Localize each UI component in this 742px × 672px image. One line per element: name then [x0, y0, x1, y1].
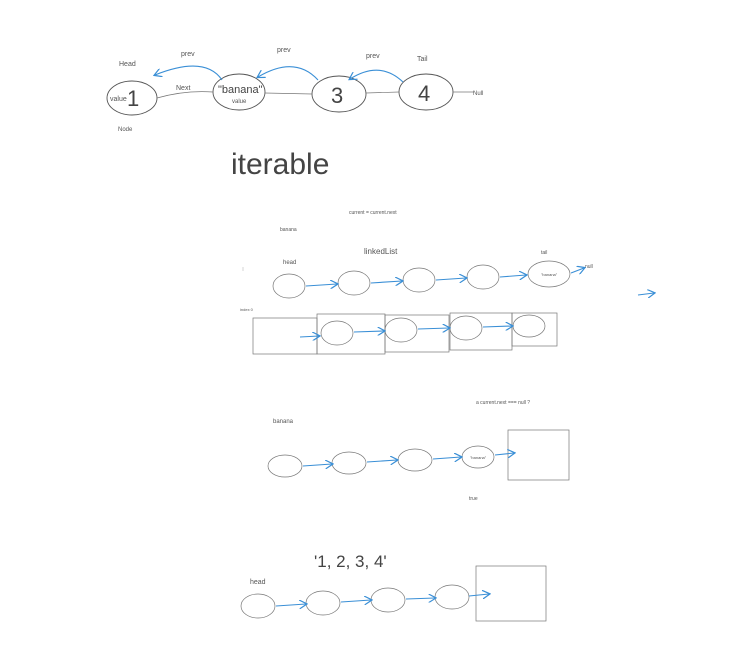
s4-link-4 [468, 594, 489, 596]
true-label: true [469, 496, 478, 502]
node-banana-text: "banana" [218, 84, 263, 96]
s3-node-c [397, 448, 433, 472]
s3-link-2 [366, 460, 397, 462]
list-node-d [466, 264, 500, 290]
head-label-2: head [283, 260, 296, 266]
frame-node-4 [512, 314, 546, 338]
null-label-2: null [585, 264, 593, 270]
s4-node-a [240, 593, 276, 619]
iteration-diagram-3: '1, 2, 3, 4' head [240, 552, 547, 622]
node-banana-sub: value [232, 99, 247, 105]
frame-1 [316, 313, 386, 355]
iteration-diagram-1: current = current.next banana linkedList… [240, 210, 654, 355]
prev-label-3: prev [366, 53, 380, 60]
node-label: Node [118, 127, 133, 133]
node-1-text: 1 [127, 86, 139, 111]
next-link-2 [264, 92, 313, 95]
list-node-tail-text: "banana" [541, 272, 558, 277]
s3-link-3 [432, 457, 461, 459]
s3-link-4 [494, 453, 514, 455]
next-link-3 [365, 91, 400, 94]
null-label: Null [473, 91, 483, 97]
s4-link-2 [340, 600, 371, 602]
frame-link-3 [482, 326, 512, 327]
link-d-tail [499, 275, 526, 277]
frame-link-2 [417, 328, 449, 329]
prev-label-2: prev [277, 47, 291, 54]
s3-node-b [331, 451, 367, 475]
frame-2 [384, 314, 450, 353]
s3-null-box [507, 429, 570, 481]
frame-node-3 [449, 315, 483, 341]
link-b-c [370, 281, 402, 283]
current-next-note: current = current.next [349, 210, 397, 216]
prev-arrow-2 [258, 66, 319, 81]
s3-link-1 [302, 464, 332, 466]
s3-node-a [267, 454, 303, 478]
s4-node-b [305, 590, 341, 616]
prev-label-1: prev [181, 51, 195, 58]
list-node-b [337, 270, 371, 296]
doubly-linked-list-diagram: value 1 "banana" value 3 4 Head Node Nex… [106, 47, 483, 133]
frame-node-2 [384, 317, 418, 343]
head-label-4: head [250, 579, 266, 586]
banana-side-note: banana [280, 227, 297, 233]
head-label: Head [119, 61, 136, 68]
s4-null-box [475, 565, 547, 622]
s4-node-c [370, 587, 406, 613]
link-a-b [305, 284, 337, 286]
link-c-d [435, 278, 466, 280]
tail-label-2: tail [541, 250, 547, 256]
iteration-diagram-2: a current.next === null ? banana true "b… [267, 400, 570, 502]
s4-link-1 [275, 604, 306, 606]
stray-arrow [637, 293, 654, 295]
s4-node-d [434, 584, 470, 610]
null-check-note: a current.next === null ? [476, 400, 530, 406]
list-node-c [402, 267, 436, 293]
frame-link-0 [299, 336, 319, 337]
prev-arrow-1 [155, 65, 223, 81]
link-tail-null [570, 268, 584, 273]
node-1-value-label: value [110, 96, 127, 103]
next-link-1 [156, 91, 214, 99]
banana-label-3: banana [273, 419, 294, 425]
s3-node-tail-text: "banana" [470, 455, 487, 460]
result-string: '1, 2, 3, 4' [314, 552, 387, 571]
s4-link-3 [405, 598, 435, 599]
frame-link-1 [353, 331, 384, 332]
frame-0 [252, 317, 318, 355]
iterable-heading: iterable [231, 148, 329, 181]
next-label: Next [176, 85, 190, 92]
node-3-text: 3 [331, 83, 343, 108]
list-node-a [272, 273, 306, 299]
tail-label: Tail [417, 56, 428, 63]
prev-arrow-3 [350, 69, 404, 83]
node-4-text: 4 [418, 81, 430, 106]
linkedlist-title: linkedList [364, 247, 398, 256]
frame-node-1 [320, 320, 354, 346]
index-label: index 0 [240, 307, 254, 312]
